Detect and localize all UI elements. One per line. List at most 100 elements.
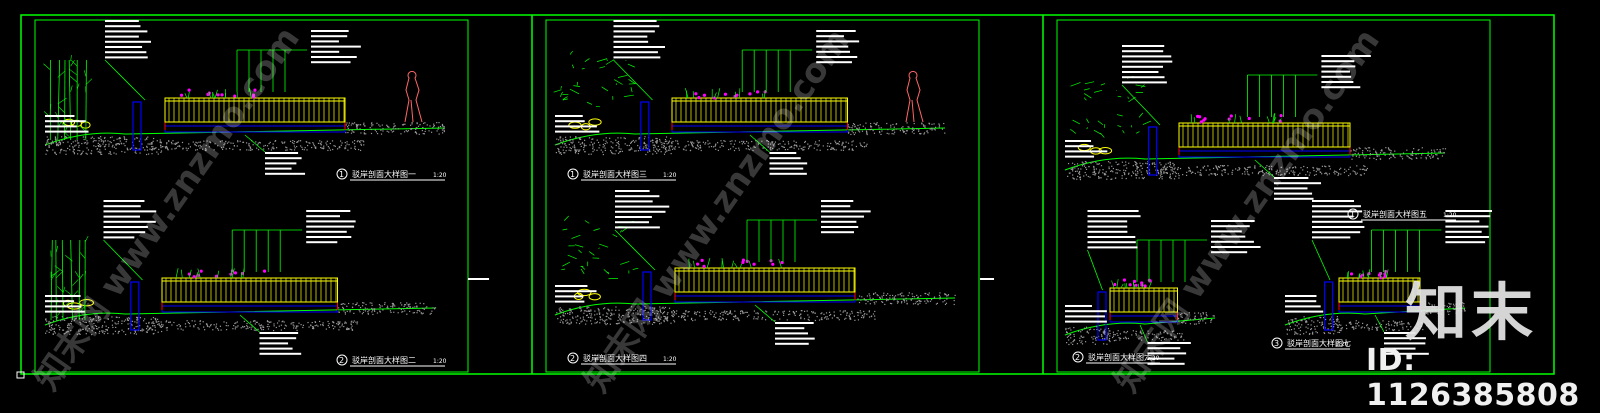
bamboo-stem [58,60,60,140]
tree-stroke [1118,96,1122,97]
flower-dot [1230,114,1233,117]
bamboo-leaf [56,246,57,252]
callout-text-bar [615,200,653,202]
callout-text-bar [775,327,804,329]
tree-stroke [614,80,622,85]
plant-stroke [1191,114,1192,123]
callout-text-bar [775,322,814,324]
callout-text-bar [555,285,587,287]
bamboo-leaf [84,70,85,76]
tree-stroke [594,229,600,231]
flower-dot [697,96,700,99]
callout-text-bar [821,205,850,207]
tree-stroke [1084,89,1090,90]
callout-text-bar [1122,61,1172,63]
callout-text-bar [1445,226,1488,228]
tree-stroke [1136,132,1139,134]
plant-stroke [1235,114,1236,123]
detail-scale: 1:20 [1335,341,1349,348]
callout-text-bar [555,301,584,303]
callout-text-bar [1122,71,1158,73]
tree-stroke [571,235,580,238]
callout-text-bar [1065,145,1093,147]
callout-text-bar [105,20,139,22]
tree-stroke [1139,113,1143,118]
plant-stroke [740,264,741,268]
flower-dot [200,270,203,273]
detail-number: 1 [570,170,575,179]
plant-stroke [1121,284,1123,288]
gravel-fill [1065,326,1110,345]
tree-stroke [572,65,574,69]
flower-dot [748,92,751,95]
callout-text-bar [614,25,660,27]
callout-text-bar [306,241,337,243]
callout-text-bar [311,46,361,48]
callout-text-bar [1122,66,1163,68]
tree-stroke [598,248,599,249]
retaining-wall [1149,127,1157,175]
plant-stroke [732,261,734,268]
callout-text-bar [105,56,148,58]
scale-figure [405,71,422,122]
callout-text-bar [105,46,142,48]
callout-text-bar [306,236,351,238]
bamboo-leaf [72,280,78,286]
callout-text-bar [105,25,140,27]
plant-stroke [1126,283,1127,288]
callout-text-bar [45,131,89,133]
callout-text-bar [265,162,296,164]
detail-title: 1 驳岸剖面大样图五 1:20 [1348,209,1457,220]
tree-stroke [604,269,609,274]
detail-scale: 1:20 [663,356,677,363]
plant-stroke [1267,116,1269,123]
plant-stroke [749,261,751,268]
flower-dot [1248,117,1251,120]
tree-stroke [570,89,579,94]
callout-text-bar [1088,231,1128,233]
callout-text-bar [1445,241,1485,243]
detail-title: 2 驳岸剖面大样图二 1:20 [337,355,447,366]
tree-stroke [585,58,590,61]
callout-text-bar [1065,310,1107,312]
tree-stroke [1084,98,1086,101]
callout-text-bar [105,41,151,43]
callout-text-bar [614,20,657,22]
callout-text-bar [614,30,655,32]
watermark-id: ID: 1126385808 [1366,343,1600,413]
callout-text-bar [260,332,299,334]
retaining-wall [1325,282,1333,330]
detail-title: 1 驳岸剖面大样图三 1:20 [568,169,677,180]
bamboo-leaf [71,86,73,92]
callout-text-bar [775,343,809,345]
tree-stroke [1087,127,1088,128]
bamboo-leaf [58,71,65,77]
flower-dot [1350,272,1353,275]
callout-text-bar [1312,216,1353,218]
flower-dot [1113,283,1116,286]
callout-text-bar [260,342,289,344]
callout-text-bar [555,290,597,292]
callout-text-bar [615,211,665,213]
leader-line [1375,315,1384,332]
callout-text-bar [1285,311,1323,313]
callout-text-bar [1312,236,1350,238]
plant-stroke [1240,116,1242,123]
callout-text-bar [306,210,350,212]
callout-text-bar [265,152,298,154]
tree-stroke [560,92,562,97]
callout-text-bar [45,115,74,117]
tree-stroke [620,230,622,232]
callout-text-bar [311,35,347,37]
callout-text-bar [555,295,583,297]
flower-dot [1143,284,1146,287]
tree-stroke [602,87,608,91]
watermark-logo: 知末 [1405,262,1537,352]
bamboo-stem [86,60,87,140]
callout-text-bar [821,210,871,212]
flower-dot [180,94,183,97]
tree-stroke [607,59,608,61]
detail-number: 1 [1350,210,1355,219]
tree-stroke [573,86,580,87]
callout-text-bar [1088,220,1128,222]
